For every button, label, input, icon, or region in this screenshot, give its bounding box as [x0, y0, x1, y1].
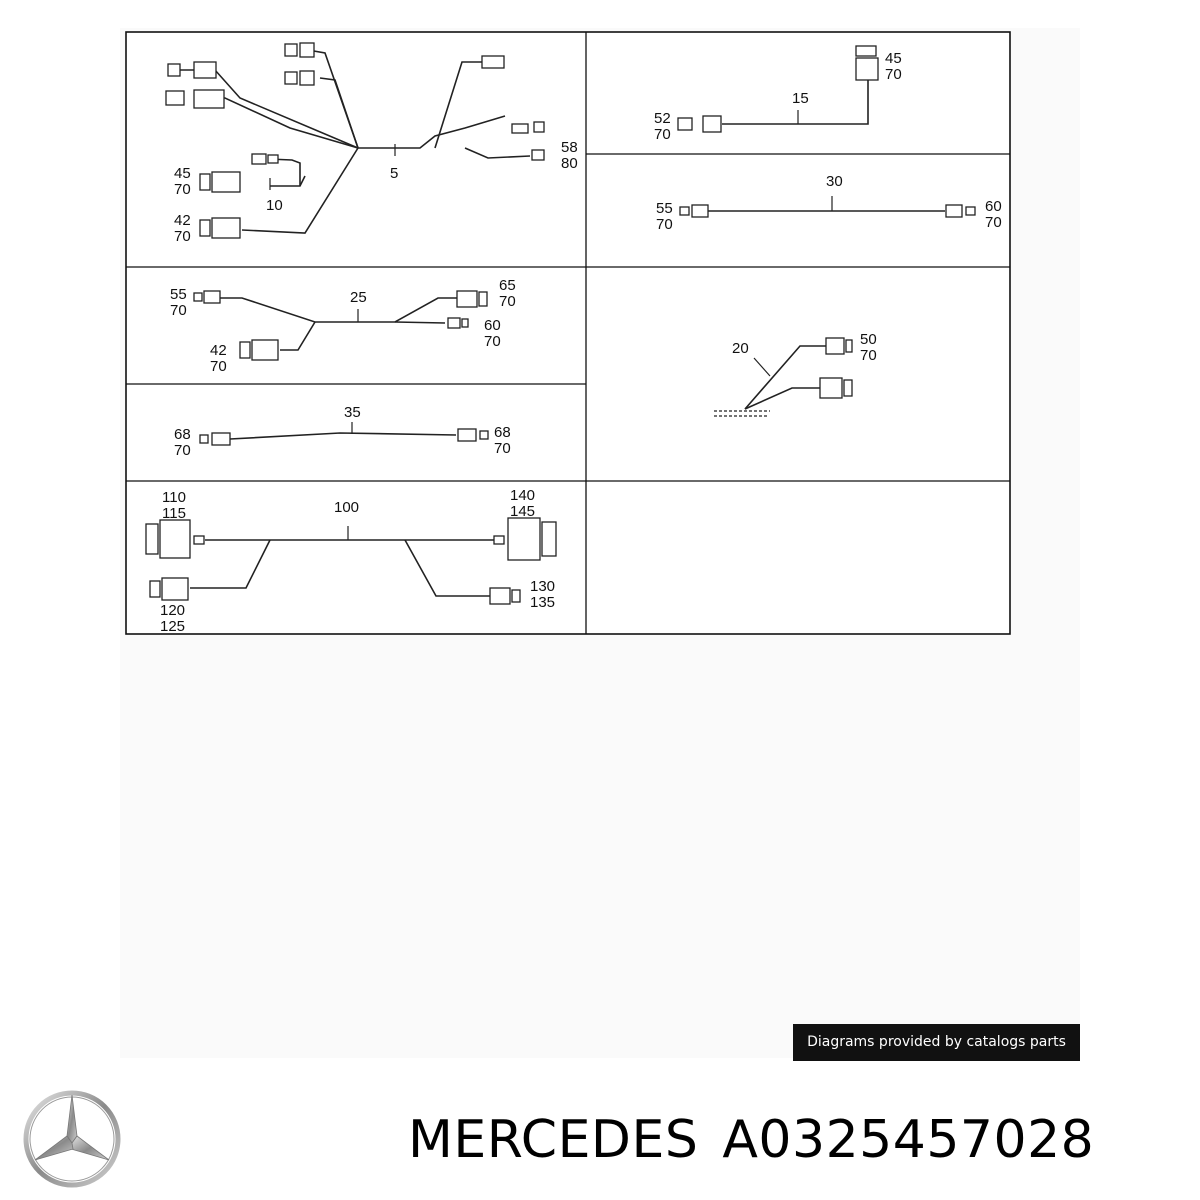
ref-label: 120 — [160, 602, 185, 619]
harness-20-panel: 20 50 70 — [714, 331, 877, 417]
harness-10-label: 10 — [266, 197, 283, 214]
ref-label: 60 — [985, 198, 1002, 215]
ref-label: 45 — [885, 50, 902, 67]
mercedes-star-icon — [22, 1089, 122, 1194]
harness-100-label: 100 — [334, 499, 359, 516]
ref-label: 70 — [484, 333, 501, 350]
ref-label: 70 — [170, 302, 187, 319]
diagram-area: 5 10 45 70 42 70 58 80 15 52 70 45 70 30… — [120, 28, 1080, 1058]
ref-label: 68 — [494, 424, 511, 441]
ref-label: 42 — [174, 212, 191, 229]
ref-label: 145 — [510, 503, 535, 520]
ref-label: 70 — [210, 358, 227, 375]
ref-label: 70 — [656, 216, 673, 233]
part-number: A0325457028 — [722, 1110, 1095, 1170]
harness-15-label: 15 — [792, 90, 809, 107]
harness-30-panel: 30 55 70 60 70 — [656, 173, 1002, 233]
brand-part-heading: MERCEDES A0325457028 — [408, 1110, 1094, 1170]
harness-5-label: 5 — [390, 165, 398, 182]
ref-label: 70 — [174, 181, 191, 198]
ref-label: 52 — [654, 110, 671, 127]
ref-label: 70 — [499, 293, 516, 310]
ref-label: 58 — [561, 139, 578, 156]
harness-100-panel: 100 110 115 140 145 120 125 130 135 — [145, 487, 557, 635]
ref-label: 42 — [210, 342, 227, 359]
ref-label: 60 — [484, 317, 501, 334]
ref-label: 55 — [170, 286, 187, 303]
ref-label: 55 — [656, 200, 673, 217]
parts-diagram: 5 10 45 70 42 70 58 80 15 52 70 45 70 30… — [125, 31, 1011, 635]
harness-35-label: 35 — [344, 404, 361, 421]
ref-label: 70 — [985, 214, 1002, 231]
ref-label: 130 — [530, 578, 555, 595]
harness-5-panel: 5 10 45 70 42 70 58 80 — [165, 42, 578, 245]
harness-25-panel: 25 55 70 65 70 60 70 42 70 — [170, 277, 516, 375]
ref-label: 135 — [530, 594, 555, 611]
ref-label: 110 — [162, 489, 186, 506]
ref-label: 70 — [885, 66, 902, 83]
ref-label: 68 — [174, 426, 191, 443]
harness-30-label: 30 — [826, 173, 843, 190]
ref-label: 125 — [160, 618, 185, 635]
brand-name: MERCEDES — [408, 1110, 699, 1170]
ref-label: 115 — [162, 505, 186, 522]
ref-label: 70 — [174, 442, 191, 459]
ref-label: 140 — [510, 487, 535, 504]
harness-35-panel: 35 68 70 68 70 — [174, 404, 511, 459]
ref-label: 45 — [174, 165, 191, 182]
harness-15-panel: 15 52 70 45 70 — [654, 45, 902, 143]
ref-label: 70 — [860, 347, 877, 364]
ref-label: 50 — [860, 331, 877, 348]
ref-label: 70 — [494, 440, 511, 457]
ref-label: 70 — [174, 228, 191, 245]
diagram-frame — [125, 31, 1011, 635]
harness-20-label: 20 — [732, 340, 749, 357]
ref-label: 65 — [499, 277, 516, 294]
ref-label: 80 — [561, 155, 578, 172]
ref-label: 70 — [654, 126, 671, 143]
harness-25-label: 25 — [350, 289, 367, 306]
diagram-credit-badge: Diagrams provided by catalogs parts — [793, 1024, 1080, 1061]
